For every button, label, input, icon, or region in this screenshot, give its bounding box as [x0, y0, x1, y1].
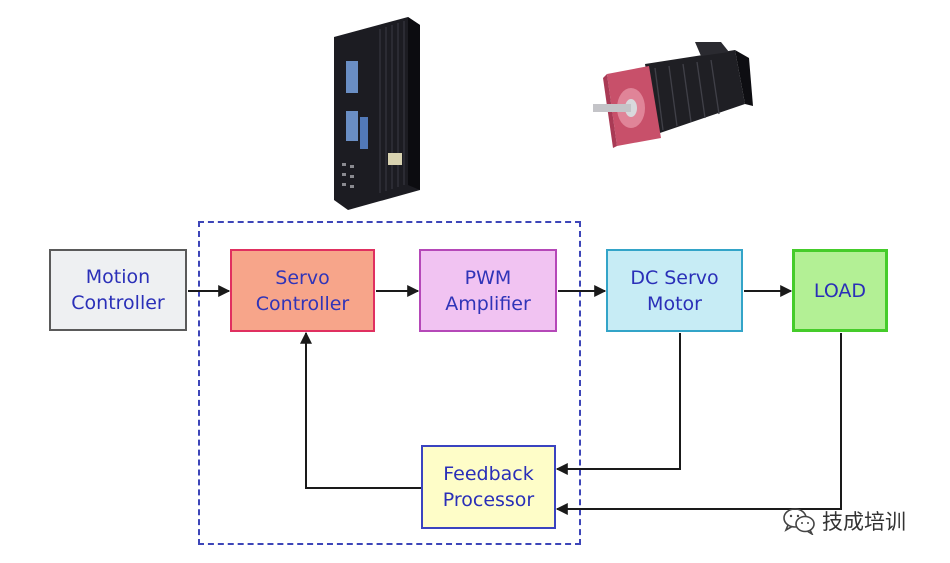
- feedback-processor-line1: Feedback: [443, 463, 534, 485]
- pwm-amplifier-block: PWM Amplifier: [419, 249, 557, 332]
- servo-drive-boundary: [198, 221, 581, 545]
- dc-servo-motor-line1: DC Servo: [630, 266, 719, 289]
- servo-controller-line1: Servo: [275, 266, 330, 289]
- arrow-motor-to-feedback: [555, 333, 681, 475]
- feedback-processor-line2: Processor: [442, 489, 535, 511]
- arrow-feedback-to-servo: [300, 331, 421, 489]
- dc-servo-motor-image: [593, 42, 753, 148]
- watermark: 技成培训: [782, 505, 906, 537]
- dc-servo-motor-line2: Motor: [647, 292, 702, 315]
- load-label: LOAD: [813, 279, 867, 302]
- motion-controller-line1: Motion: [85, 266, 151, 288]
- servo-controller-block: Servo Controller: [230, 249, 375, 332]
- dc-servo-motor-block: DC Servo Motor: [606, 249, 743, 332]
- wechat-icon: [783, 508, 815, 535]
- pwm-amplifier-line2: Amplifier: [445, 292, 531, 315]
- load-block: LOAD: [792, 249, 888, 332]
- pwm-amplifier-line1: PWM: [464, 266, 512, 289]
- feedback-processor-block: Feedback Processor: [421, 445, 556, 529]
- motion-controller-line2: Controller: [71, 292, 165, 314]
- watermark-text: 技成培训: [822, 510, 906, 534]
- motion-controller-block: Motion Controller: [49, 249, 187, 331]
- arrow-load-to-feedback: [555, 333, 842, 515]
- servo-controller-line2: Controller: [255, 292, 350, 315]
- servo-drive-image: [334, 17, 420, 210]
